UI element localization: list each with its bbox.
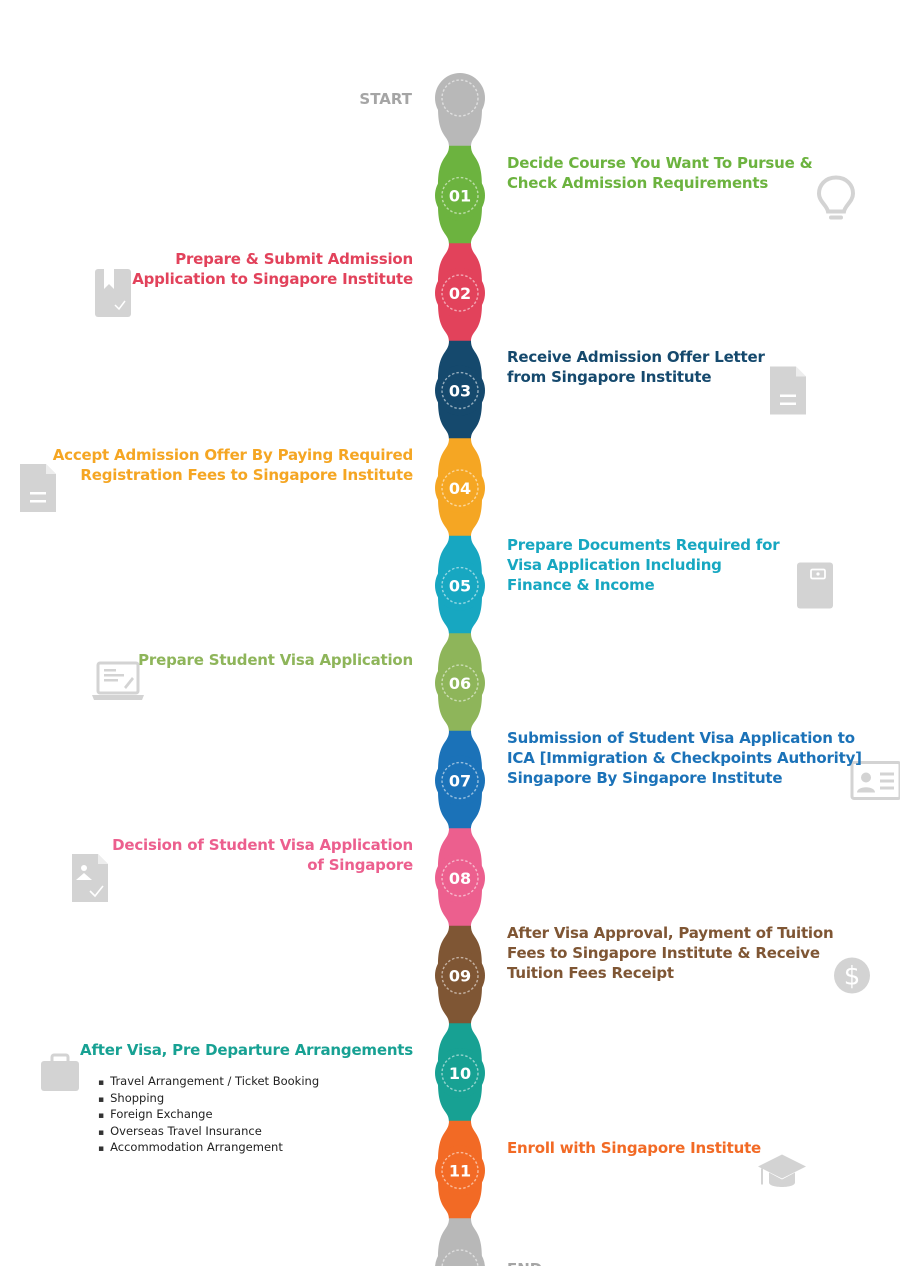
node-ring [441,469,479,507]
step-node-04: 04 [435,463,485,513]
svg-text:$: $ [844,962,861,992]
step-label-line: Receive Admission Offer Letter [507,348,765,366]
step-label-line: ICA [Immigration & Checkpoints Authority… [507,749,862,767]
step-label-line: Prepare Student Visa Application [138,651,413,669]
step-label-line: Prepare & Submit Admission [175,250,413,268]
step-node-11: 11 [435,1145,485,1196]
step-number: 01 [449,187,471,206]
step-label-01: Decide Course You Want To Pursue & Check … [507,153,813,193]
node-ring [441,176,479,215]
start-label: START [359,90,412,108]
laptop-icon [92,661,144,700]
step-number: 11 [449,1162,471,1181]
start-node [435,73,485,123]
graduation-cap-icon [758,1154,806,1187]
document-icon [770,366,806,415]
step-node-03: 03 [435,365,485,416]
node-ring [441,1151,479,1190]
pre-departure-list: Travel Arrangement / Ticket Booking Shop… [98,1074,319,1157]
step-label-line: Finance & Income [507,576,655,594]
node-ring [441,859,479,897]
step-label-11: Enroll with Singapore Institute [507,1138,761,1158]
step-number: 09 [449,967,471,986]
step-node-07: 07 [435,755,485,806]
bookmark-document-icon [95,269,131,317]
step-label-line: Prepare Documents Required for [507,536,780,554]
step-node-06: 06 [435,658,485,708]
end-label: END [507,1260,542,1266]
briefcase-icon [41,1053,79,1091]
step-number: 02 [449,284,471,303]
step-number: 03 [449,382,471,401]
step-label-line: from Singapore Institute [507,368,712,386]
step-label-line: Check Admission Requirements [507,174,769,192]
list-item: Foreign Exchange [98,1107,319,1124]
step-node-08: 08 [435,853,485,903]
step-label-line: Submission of Student Visa Application t… [507,729,855,747]
node-ring [441,274,479,312]
step-label-line: Application to Singapore Institute [132,270,413,288]
node-ring [441,1054,479,1092]
document-icon [20,464,56,512]
step-label-line: Singapore By Singapore Institute [507,769,783,787]
step-label-line: Enroll with Singapore Institute [507,1139,762,1157]
step-label-line: After Visa Approval, Payment of Tuition [507,924,834,942]
node-ring [441,79,479,117]
step-label-line: Decision of Student Visa Application [112,836,413,854]
step-label-06: Prepare Student Visa Application [138,650,413,670]
step-label-line: Accept Admission Offer By Paying Require… [52,446,413,464]
step-number: 04 [449,479,471,498]
step-label-line: of Singapore [307,856,413,874]
step-label-line: Visa Application Including [507,556,722,574]
dollar-icon: $ [834,957,870,994]
step-number: 06 [449,674,471,693]
node-ring [441,566,479,605]
step-node-01: 01 [435,170,485,221]
step-label-10: After Visa, Pre Departure Arrangements [80,1040,413,1060]
step-label-line: Fees to Singapore Institute & Receive [507,944,820,962]
step-node-02: 02 [435,268,485,318]
step-label-07: Submission of Student Visa Application t… [507,728,862,788]
list-item: Shopping [98,1091,319,1108]
list-item: Travel Arrangement / Ticket Booking [98,1074,319,1091]
wallet-icon [797,562,833,609]
step-label-line: Tuition Fees Receipt [507,964,674,982]
lightbulb-icon [816,175,856,220]
step-number: 07 [449,772,471,791]
node-disc [435,1243,485,1266]
step-label-line: Decide Course You Want To Pursue & [507,154,813,172]
node-ring [441,761,479,800]
step-node-05: 05 [435,560,485,611]
step-label-08: Decision of Student Visa Application of S… [112,835,413,875]
step-label-04: Accept Admission Offer By Paying Require… [53,445,413,485]
step-number: 10 [449,1064,471,1083]
id-card-icon [850,761,900,800]
step-node-09: 09 [435,950,485,1001]
step-label-line: After Visa, Pre Departure Arrangements [80,1041,413,1059]
list-item: Accommodation Arrangement [98,1140,319,1157]
node-ring [441,371,479,410]
node-ring [441,664,479,702]
list-item: Overseas Travel Insurance [98,1124,319,1141]
node-ring [441,956,479,995]
step-number: 08 [449,869,471,888]
step-node-10: 10 [435,1048,485,1098]
step-number: 05 [449,577,471,596]
step-label-line: Registration Fees to Singapore Institute [80,466,413,484]
approved-document-icon [72,854,108,902]
end-node [435,1243,485,1266]
step-label-03: Receive Admission Offer Letter from Singa… [507,347,765,387]
